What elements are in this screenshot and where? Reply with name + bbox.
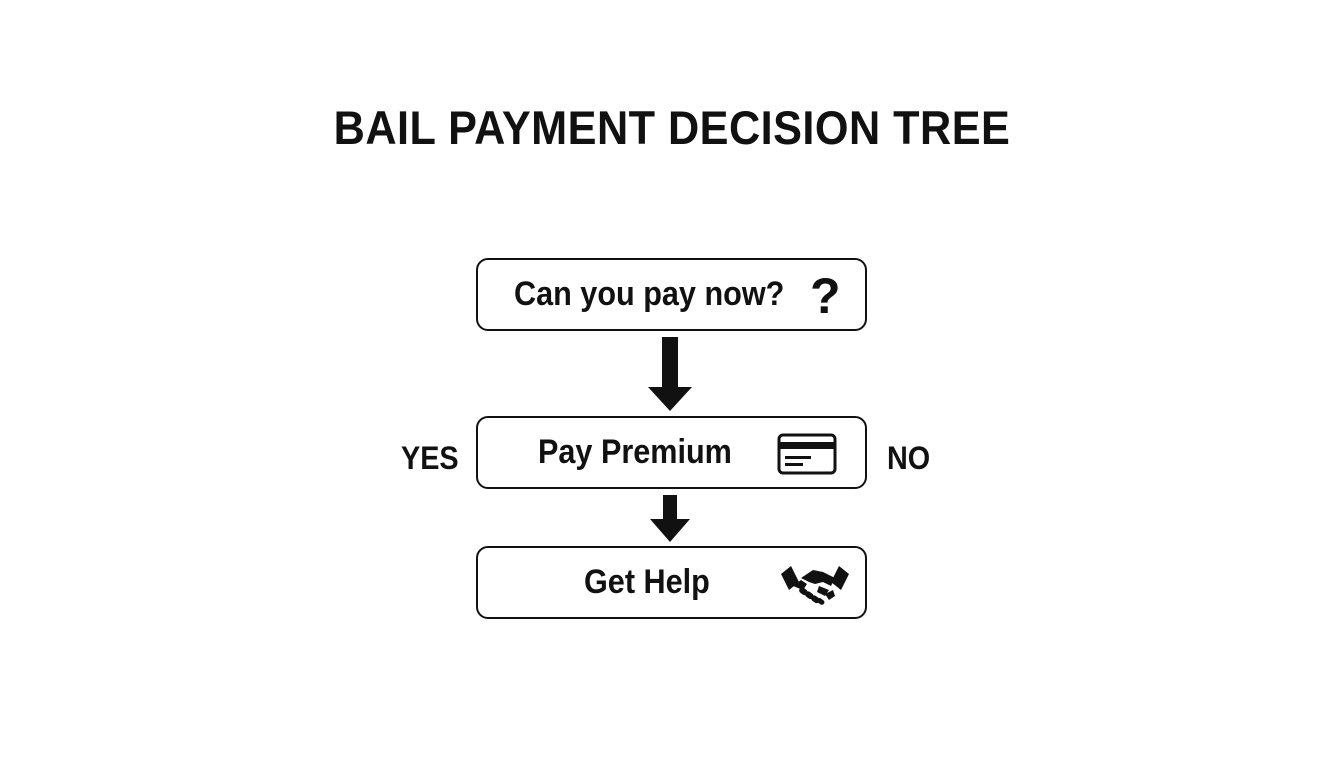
credit-card-icon bbox=[777, 433, 837, 475]
diagram-title: BAIL PAYMENT DECISION TREE bbox=[333, 101, 1011, 154]
branch-label-no: NO bbox=[887, 440, 931, 476]
question-mark-icon: ? bbox=[810, 268, 841, 324]
question-node-label: Can you pay now? bbox=[514, 275, 785, 313]
arrow-down-1 bbox=[648, 337, 692, 411]
get-help-node-label: Get Help bbox=[584, 563, 710, 601]
question-node: Can you pay now? ? bbox=[476, 258, 867, 331]
branch-label-yes: YES bbox=[401, 440, 459, 476]
arrow-down-2 bbox=[650, 495, 690, 542]
get-help-node: Get Help bbox=[476, 546, 867, 619]
handshake-icon bbox=[781, 566, 849, 605]
pay-premium-node-label: Pay Premium bbox=[538, 433, 732, 471]
pay-premium-node: Pay Premium bbox=[476, 416, 867, 489]
